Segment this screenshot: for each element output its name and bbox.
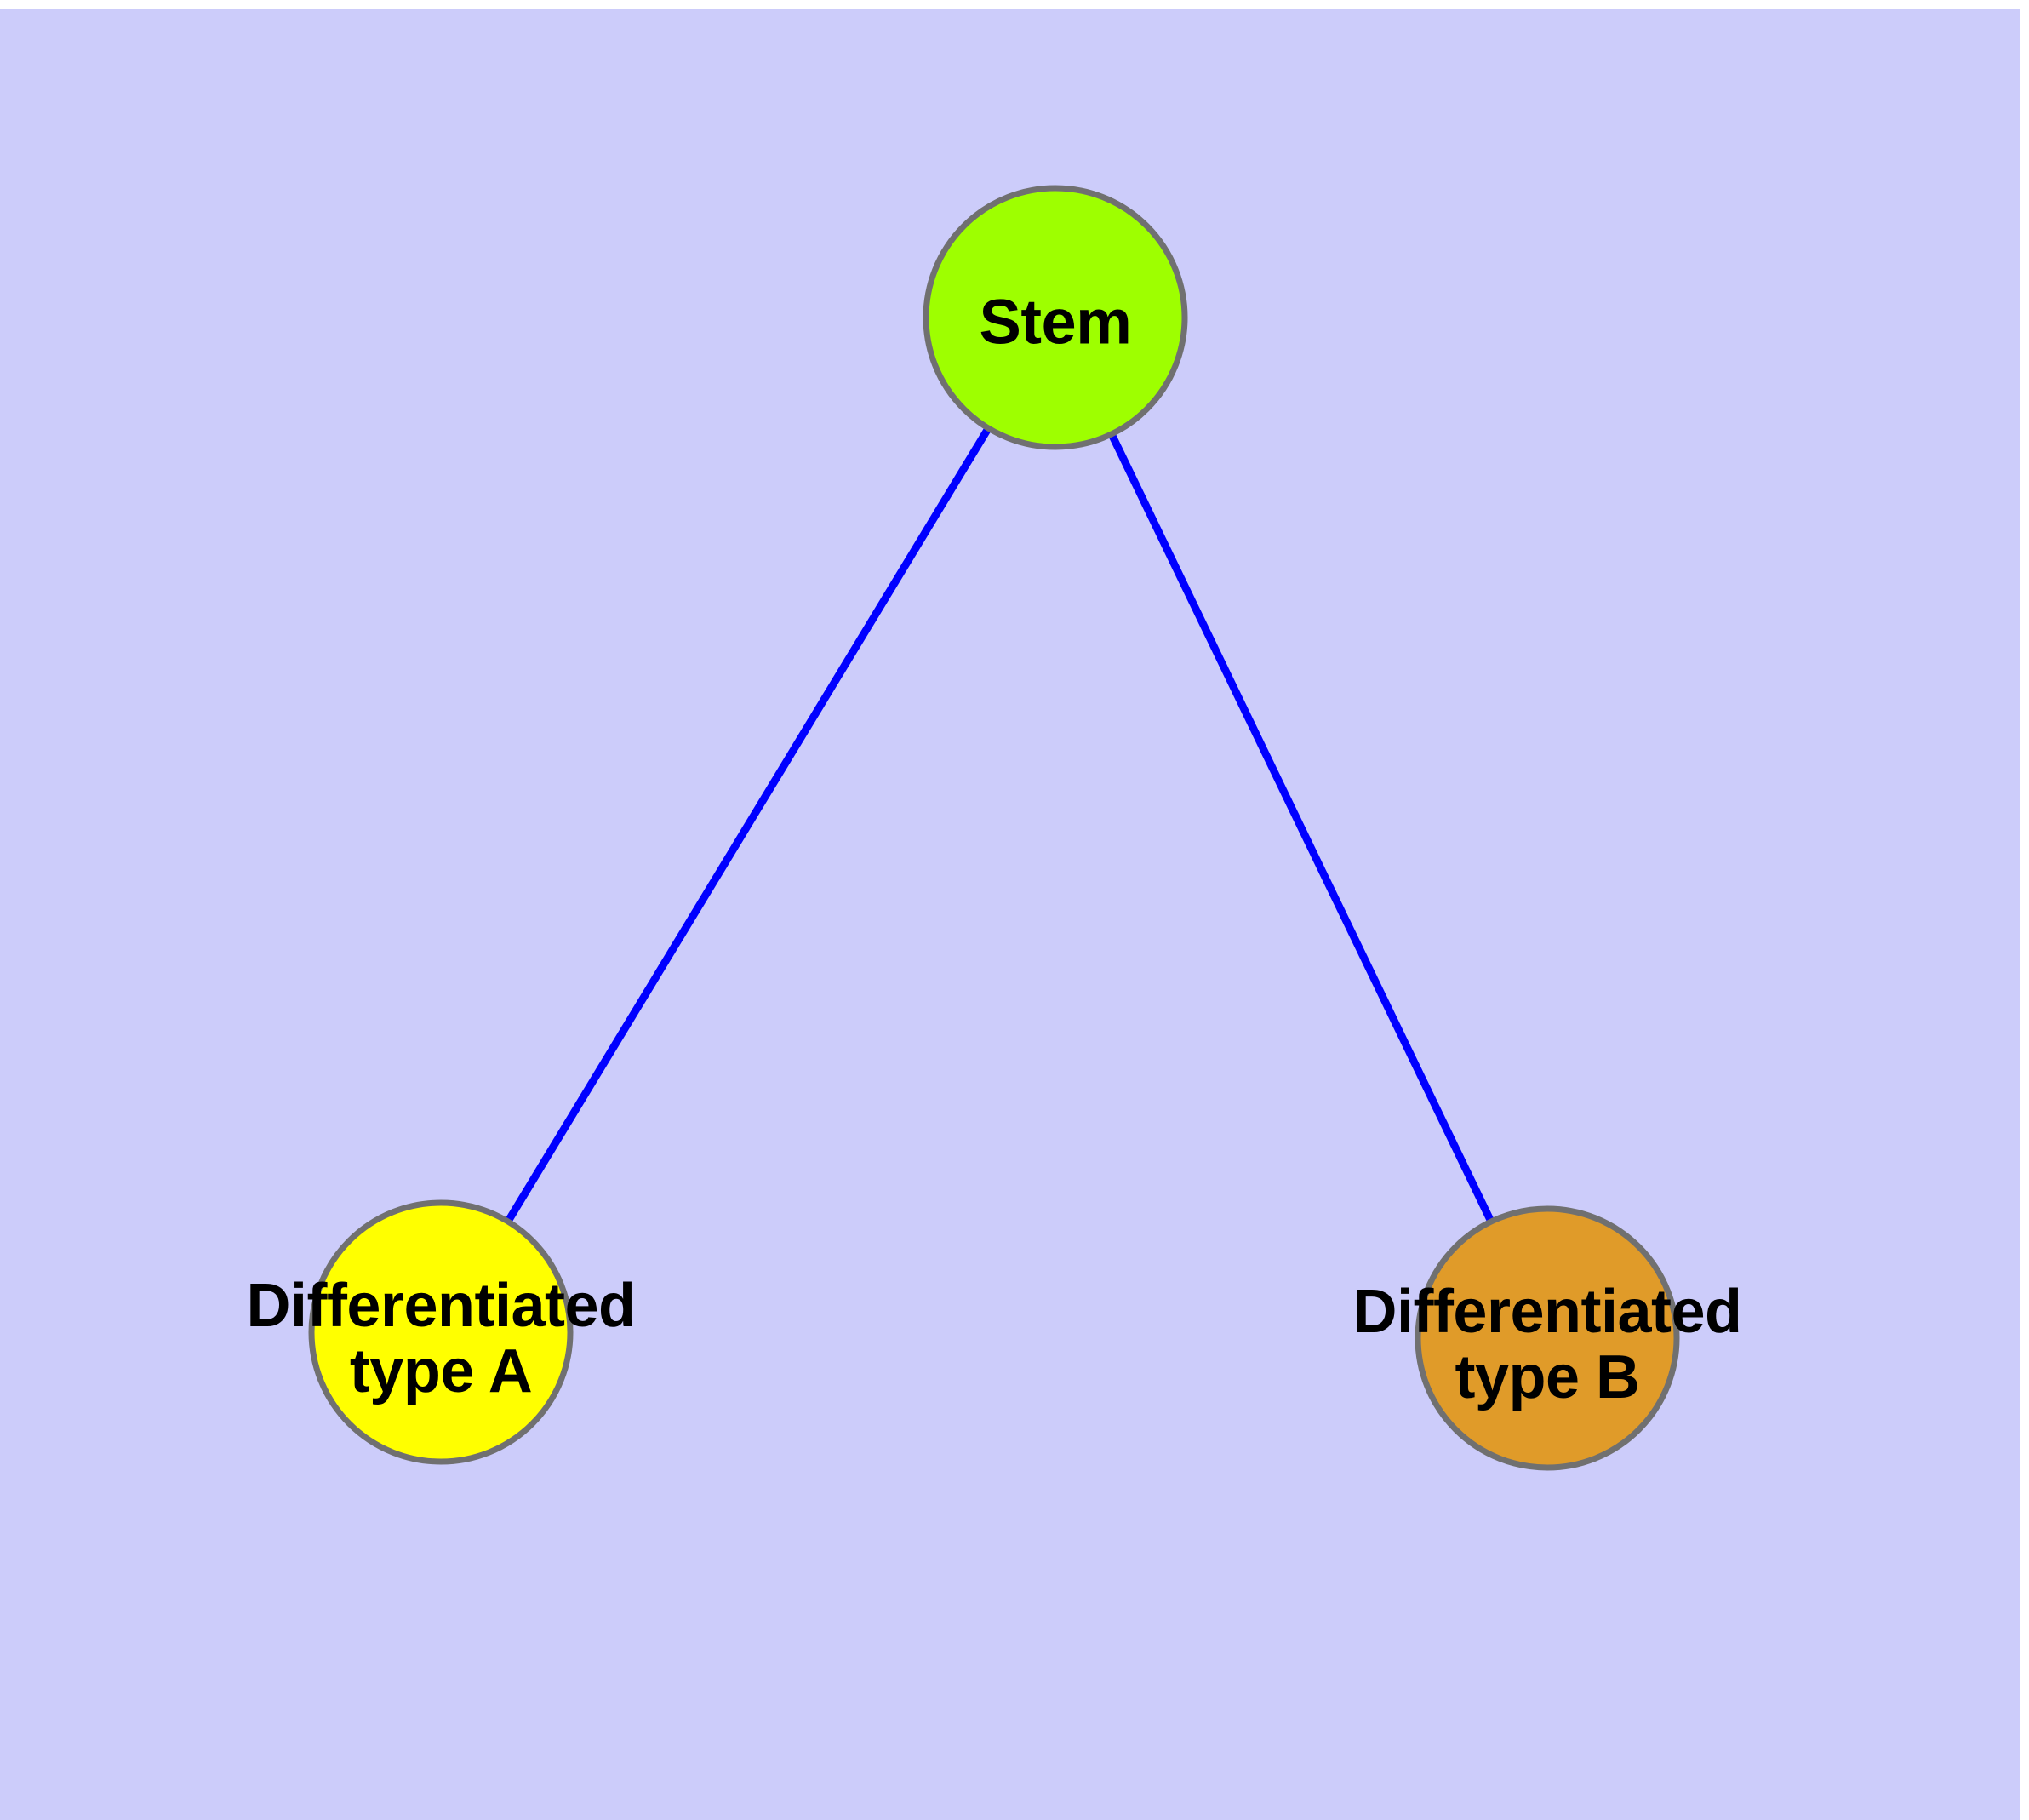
node-differentiated-type-a-circle[interactable] — [308, 1199, 574, 1465]
edge-layer — [437, 315, 1552, 1340]
node-layer — [308, 185, 1680, 1471]
node-stem-circle[interactable] — [923, 185, 1188, 450]
edge-stem-to-differentiated-type-a[interactable] — [437, 315, 1059, 1335]
graph-svg — [308, 185, 1680, 1471]
node-differentiated-type-b-circle[interactable] — [1415, 1205, 1680, 1471]
edge-stem-to-differentiated-type-b[interactable] — [1051, 316, 1552, 1340]
